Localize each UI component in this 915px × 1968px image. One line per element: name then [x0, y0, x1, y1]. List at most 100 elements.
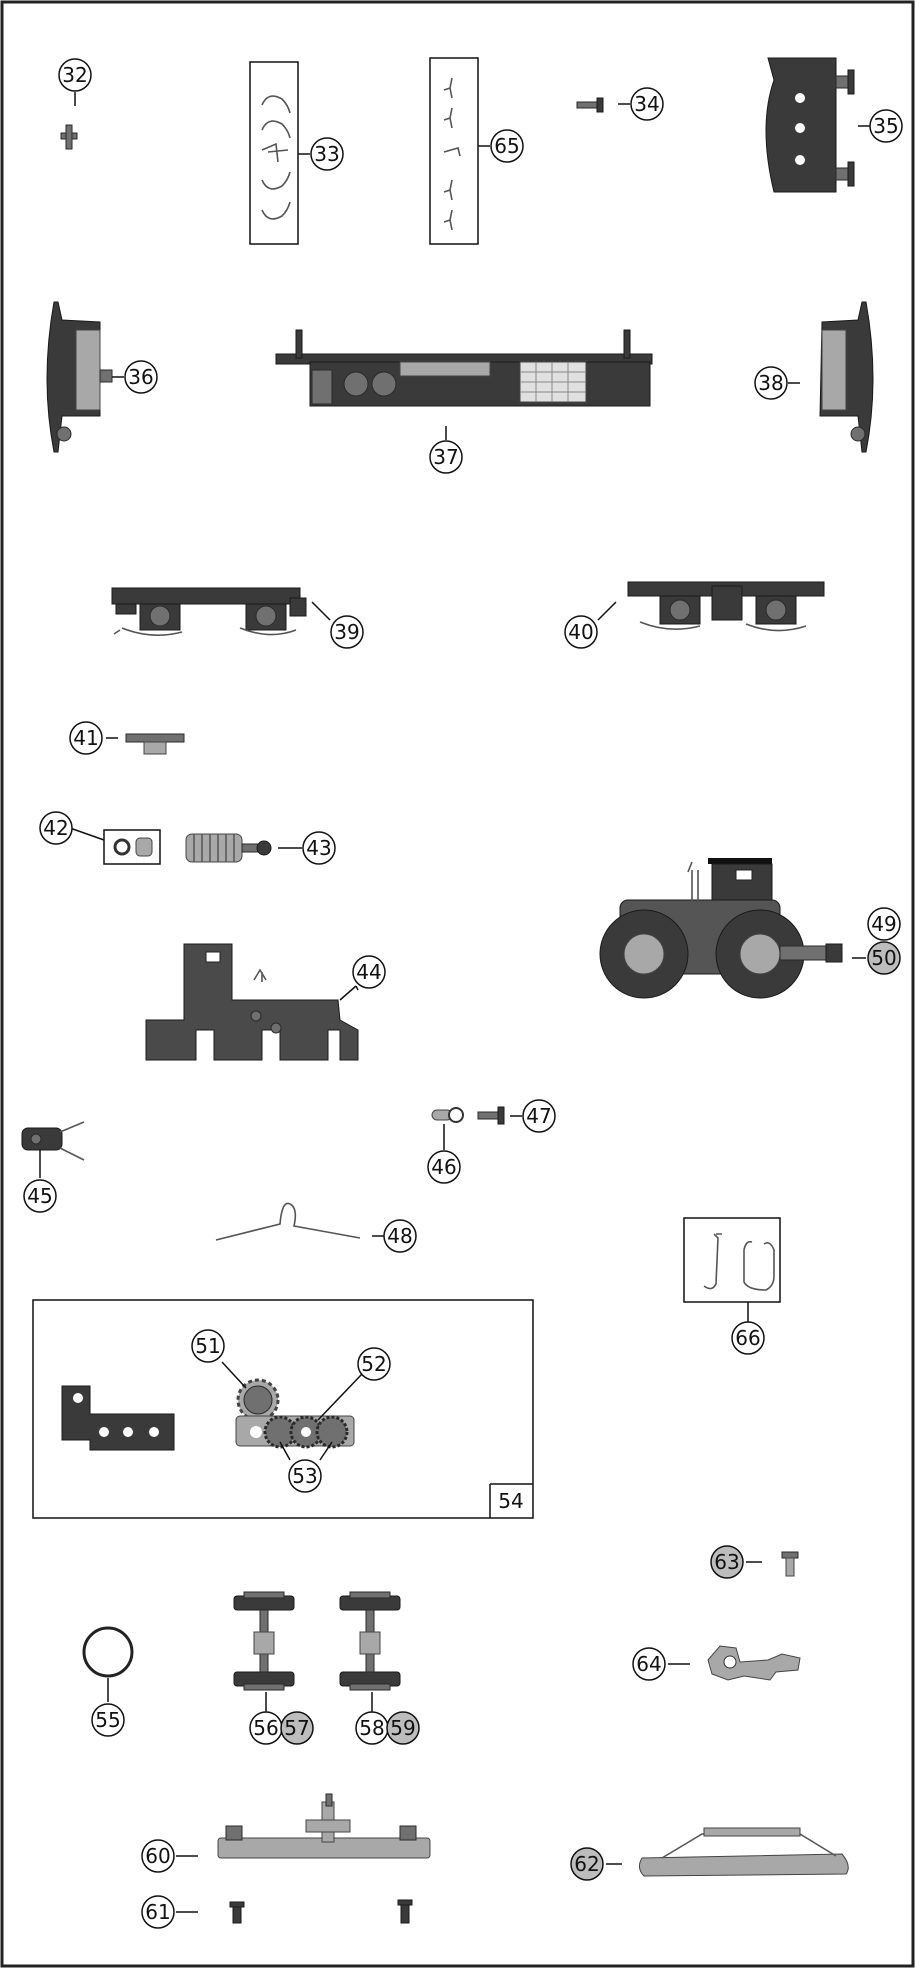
part-45-coupler: [22, 1122, 84, 1160]
part-62-pickup-spring: [639, 1828, 848, 1876]
leader-51: [222, 1362, 246, 1388]
part-42-washer-bushing: [115, 838, 152, 856]
callout-33: 33: [311, 138, 343, 170]
part-44-chassis-plate: [146, 944, 358, 1060]
callout-63-label: 63: [714, 1550, 739, 1574]
callout-62-label: 62: [574, 1852, 599, 1876]
leader-44b: [340, 986, 356, 1000]
part-33-hooks: [262, 96, 290, 219]
callout-38: 38: [755, 367, 787, 399]
box-54: [33, 1300, 533, 1518]
callout-45: 45: [24, 1180, 56, 1212]
callout-56-label: 56: [253, 1716, 278, 1740]
callout-34-label: 34: [634, 92, 659, 116]
callout-42: 42: [40, 812, 72, 844]
callout-66-label: 66: [735, 1326, 760, 1350]
callout-36-label: 36: [128, 365, 153, 389]
part-43-worm-shaft: [186, 834, 271, 862]
part-54-bracket: [62, 1386, 174, 1450]
part-52-gear-cluster: [236, 1416, 354, 1447]
callout-39: 39: [331, 616, 363, 648]
leader-39: [312, 602, 330, 620]
callout-36: 36: [125, 361, 157, 393]
part-49-motor-block: [600, 858, 842, 998]
callout-39-label: 39: [334, 620, 359, 644]
leader-52: [318, 1374, 362, 1420]
callout-37-label: 37: [433, 445, 458, 469]
part-61-screws: [230, 1900, 412, 1923]
callout-41-label: 41: [73, 726, 98, 750]
part-64-coupler: [708, 1646, 800, 1680]
callout-65-label: 65: [494, 134, 519, 158]
callout-50-label: 50: [871, 946, 896, 970]
callout-51: 51: [192, 1330, 224, 1362]
callout-54-label: 54: [498, 1489, 523, 1513]
callout-53-label: 53: [292, 1464, 317, 1488]
callout-60: 60: [142, 1840, 174, 1872]
part-41-clip: [126, 734, 184, 754]
box-33: [250, 62, 298, 244]
callout-40: 40: [565, 616, 597, 648]
callout-57-label: 57: [284, 1716, 309, 1740]
callout-55: 55: [92, 1704, 124, 1736]
part-46-lug: [432, 1108, 463, 1122]
callout-41: 41: [70, 722, 102, 754]
callout-58-label: 58: [359, 1716, 384, 1740]
part-47-screw: [478, 1107, 504, 1124]
callout-46-label: 46: [431, 1155, 456, 1179]
callout-56: 56: [250, 1712, 282, 1744]
part-38-cab-end: [820, 302, 873, 452]
callout-62: 62: [571, 1848, 603, 1880]
callout-63: 63: [711, 1546, 743, 1578]
callout-38-label: 38: [758, 371, 783, 395]
callout-37: 37: [430, 441, 462, 473]
callout-45-label: 45: [27, 1184, 52, 1208]
part-63-screw: [782, 1552, 798, 1576]
part-60-pickup-bar: [218, 1794, 430, 1858]
part-58-wheelset: [340, 1592, 400, 1690]
callout-52-label: 52: [361, 1352, 386, 1376]
part-34-screw: [577, 98, 603, 112]
part-55-o-ring: [84, 1628, 132, 1676]
part-37-chassis-frame: [276, 330, 652, 406]
callout-52: 52: [358, 1348, 390, 1380]
part-35-buffer-beam: [766, 58, 854, 192]
callout-49-label: 49: [871, 912, 896, 936]
callout-50: 50: [868, 942, 900, 974]
callout-42-label: 42: [43, 816, 68, 840]
callout-40-label: 40: [568, 620, 593, 644]
box-65: [430, 58, 478, 244]
callout-61-label: 61: [145, 1900, 170, 1924]
part-39-bogie: [112, 588, 306, 635]
part-65-clips: [444, 78, 460, 230]
callout-60-label: 60: [145, 1844, 170, 1868]
part-36-cab-end: [47, 302, 112, 452]
callout-32-label: 32: [62, 63, 87, 87]
callout-46: 46: [428, 1151, 460, 1183]
callout-43: 43: [303, 832, 335, 864]
callout-64-label: 64: [636, 1652, 661, 1676]
leader-42: [70, 828, 104, 840]
callout-48-label: 48: [387, 1224, 412, 1248]
callout-65: 65: [491, 130, 523, 162]
callout-55-label: 55: [95, 1708, 120, 1732]
callout-48: 48: [384, 1220, 416, 1252]
callout-34: 34: [631, 88, 663, 120]
part-48-spring-wire: [216, 1203, 360, 1240]
part-32-pin: [61, 125, 77, 149]
callout-59: 59: [387, 1712, 419, 1744]
callout-35-label: 35: [873, 114, 898, 138]
callout-51-label: 51: [195, 1334, 220, 1358]
callout-53: 53: [289, 1460, 321, 1492]
part-56-wheelset: [234, 1592, 294, 1690]
callout-64: 64: [633, 1648, 665, 1680]
leader-40: [598, 602, 616, 620]
callout-58: 58: [356, 1712, 388, 1744]
callout-44-label: 44: [356, 960, 381, 984]
callout-44: 44: [353, 956, 385, 988]
callout-66: 66: [732, 1322, 764, 1354]
callout-59-label: 59: [390, 1716, 415, 1740]
part-66-contacts: [704, 1234, 774, 1290]
callout-47-label: 47: [526, 1104, 551, 1128]
